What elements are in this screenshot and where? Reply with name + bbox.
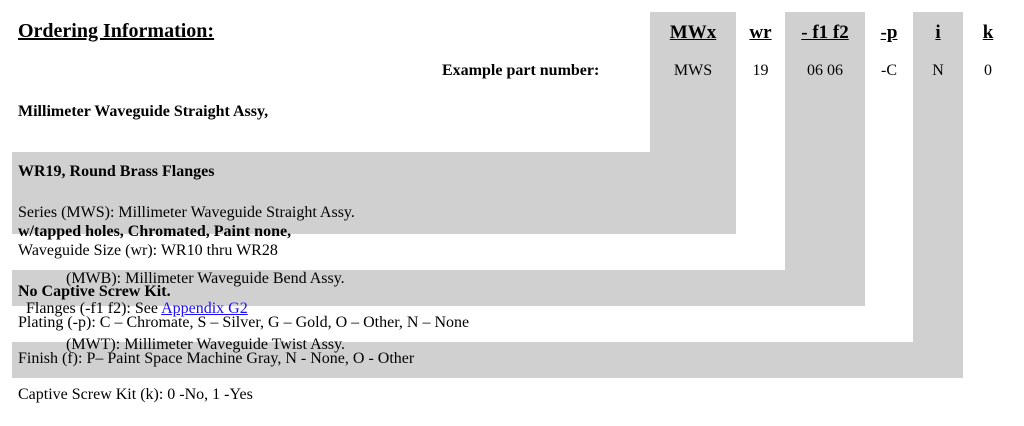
column-header-wr: wr [749,22,772,43]
finish-row: Finish (f): P– Paint Space Machine Gray,… [18,350,415,367]
example-value-f1f2: 06 06 [807,62,843,79]
example-value-i: N [932,62,944,79]
column-shade-f1f2 [785,12,865,306]
column-header-k: k [982,22,994,43]
description-line: Millimeter Waveguide Straight Assy, [18,103,269,120]
appendix-g2-link[interactable]: Appendix G2 [161,300,248,317]
description-line: No Captive Screw Kit. [18,283,171,300]
row-shade-finish [12,342,963,378]
column-header-f1f2: - f1 f2 [801,22,849,43]
captive-screw-row: Captive Screw Kit (k): 0 -No, 1 -Yes [18,386,253,403]
plating-row: Plating (-p): C – Chromate, S – Silver, … [18,314,470,331]
row-shade-flanges [12,270,865,306]
example-value-wr: 19 [752,62,769,79]
example-value-k: 0 [984,62,992,79]
ordering-info-title: Ordering Information: [18,20,215,42]
column-header-i: i [935,22,941,43]
part-description: Millimeter Waveguide Straight Assy, WR19… [18,62,291,322]
example-value-p: -C [881,62,897,79]
flanges-row: Flanges (-f1 f2): See Appendix G2 [18,276,248,320]
description-line: w/tapped holes, Chromated, Paint none, [18,223,292,240]
series-mwb-text: (MWB): Millimeter Waveguide Bend Assy. [66,270,345,287]
column-shade-i [913,12,963,378]
waveguide-size-row: Waveguide Size (wr): WR10 thru WR28 [18,242,278,259]
series-mwt-text: (MWT): Millimeter Waveguide Twist Assy. [66,336,346,353]
description-line: WR19, Round Brass Flanges [18,163,215,180]
row-shade-series [12,152,736,234]
series-row: Series (MWS): Millimeter Waveguide Strai… [18,158,355,378]
column-header-mwx: MWx [669,22,717,43]
example-value-mwx: MWS [673,62,713,79]
example-part-label: Example part number: [442,62,600,79]
flanges-text: Flanges (-f1 f2): See [26,300,162,317]
column-header-p: -p [880,22,898,43]
series-mws-text: Series (MWS): Millimeter Waveguide Strai… [18,204,355,221]
